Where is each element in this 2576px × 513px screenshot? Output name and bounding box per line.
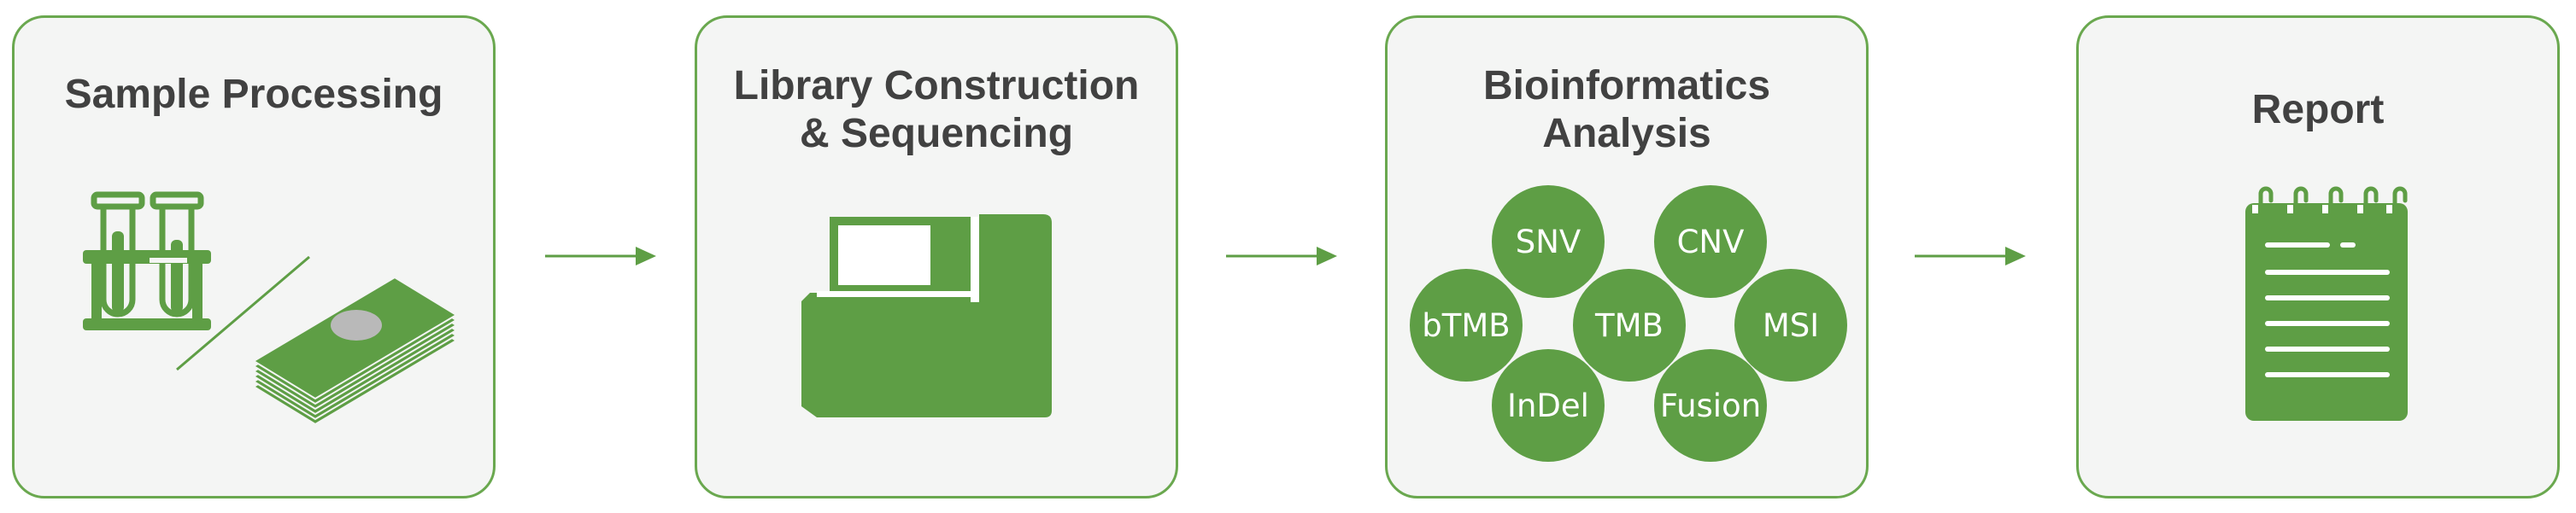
arrow-right-icon — [545, 247, 656, 265]
bubble-label: SNV — [1516, 224, 1581, 260]
analysis-bubbles-icon: SNV CNV bTMB TMB MSI InDel Fusion — [1410, 185, 1847, 462]
step-card-sample-processing: Sample Processing — [12, 15, 496, 498]
bubble-label: TMB — [1594, 307, 1664, 344]
bubble-tmb: TMB — [1573, 269, 1686, 382]
bubble-indel: InDel — [1492, 349, 1605, 462]
step-title-report: Report — [2251, 87, 2385, 132]
bubble-fusion: Fusion — [1654, 349, 1767, 462]
bubble-label: MSI — [1763, 307, 1819, 344]
bubble-label: CNV — [1677, 224, 1745, 260]
step-card-bioinformatics-analysis: Bioinformatics Analysis SNV CNV bTMB TMB… — [1385, 15, 1869, 498]
test-tubes-and-slides-icon — [83, 191, 458, 426]
bubble-label: InDel — [1507, 388, 1589, 424]
step-title-bioinformatics-analysis: Bioinformatics Analysis — [1482, 63, 1771, 156]
bubble-snv: SNV — [1492, 185, 1605, 298]
step-title-library-construction: Library Construction & Sequencing — [733, 63, 1140, 156]
bubble-btmb: bTMB — [1410, 269, 1523, 382]
sequencer-icon — [801, 214, 1052, 417]
arrow-right-icon — [1226, 247, 1337, 265]
notepad-icon — [2245, 186, 2408, 421]
bubble-msi: MSI — [1734, 269, 1847, 382]
step-title-sample-processing: Sample Processing — [64, 72, 443, 117]
bubble-label: bTMB — [1422, 307, 1510, 344]
bubble-label: Fusion — [1660, 388, 1761, 424]
step-card-library-construction: Library Construction & Sequencing — [695, 15, 1178, 498]
bubble-cnv: CNV — [1654, 185, 1767, 298]
arrow-right-icon — [1915, 247, 2026, 265]
step-card-report: Report — [2076, 15, 2560, 498]
